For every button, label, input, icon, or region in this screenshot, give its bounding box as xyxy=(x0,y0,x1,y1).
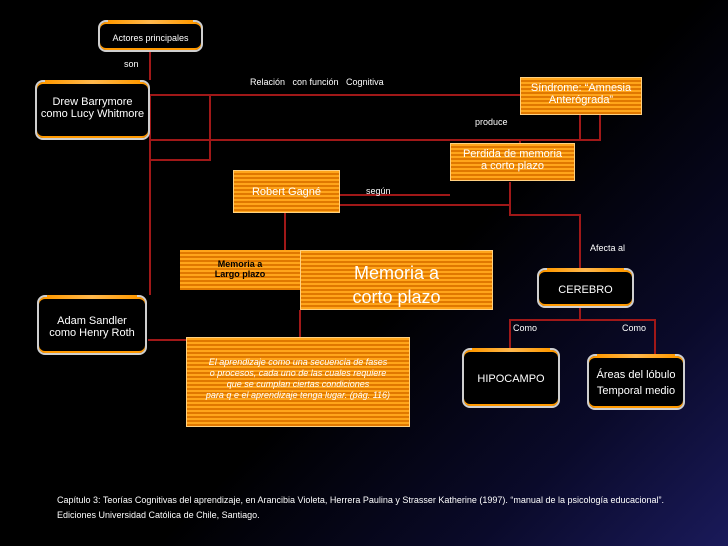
relacion-label: Relación con función Cognitiva xyxy=(250,77,384,87)
perdida-node: Perdida de memoria a corto plazo xyxy=(450,143,575,181)
drew-node: Drew Barrymore como Lucy Whitmore xyxy=(35,80,150,140)
produce-label: produce xyxy=(475,117,508,127)
definicion-node: El aprendizaje como una secuencia de fas… xyxy=(186,337,410,427)
perdida-line1: Perdida de memoria xyxy=(462,148,563,160)
cerebro-node: CEREBRO xyxy=(537,268,634,308)
largo-line1: Memoria a xyxy=(217,259,263,269)
sindrome-node: Síndrome: “Amnesia Anterógrada” xyxy=(520,77,642,115)
largo-node: Memoria a Largo plazo xyxy=(180,250,300,290)
largo-line2: Largo plazo xyxy=(214,269,266,279)
corto-line1: Memoria a xyxy=(353,263,440,283)
lobulo-line2: Temporal medio xyxy=(596,385,676,397)
gagne-label: Robert Gagné xyxy=(251,186,322,198)
actores-label: Actores principales xyxy=(112,33,189,43)
cerebro-label: CEREBRO xyxy=(558,284,613,296)
gagne-node: Robert Gagné xyxy=(233,170,340,213)
sindrome-line2: Anterógrada” xyxy=(548,94,614,106)
adam-line1: Adam Sandler xyxy=(57,315,127,327)
adam-node: Adam Sandler como Henry Roth xyxy=(37,295,147,355)
hipocampo-node: HIPOCAMPO xyxy=(462,348,560,408)
citation-line2: Ediciones Universidad Católica de Chile,… xyxy=(57,510,260,520)
segun-label: según xyxy=(366,186,391,196)
lobulo-node: Áreas del lóbulo Temporal medio xyxy=(587,354,685,410)
corto-node: Memoria a corto plazo xyxy=(300,250,493,310)
drew-line1: Drew Barrymore xyxy=(52,96,133,108)
definicion-line2: o procesos, cada uno de las cuales requi… xyxy=(209,368,387,378)
definicion-line3: que se cumplan ciertas condiciones xyxy=(226,379,370,389)
lobulo-line1: Áreas del lóbulo xyxy=(596,369,676,381)
perdida-line2: a corto plazo xyxy=(481,160,544,172)
afecta-label: Afecta al xyxy=(590,243,626,253)
citation-footer: Capítulo 3: Teorías Cognitivas del apren… xyxy=(57,493,664,523)
drew-line2: como Lucy Whitmore xyxy=(40,108,145,120)
citation-line1: Capítulo 3: Teorías Cognitivas del apren… xyxy=(57,495,665,505)
como-label-1: Como xyxy=(513,323,538,333)
actores-node: Actores principales xyxy=(98,20,203,52)
sindrome-line1: Síndrome: “Amnesia xyxy=(530,82,632,94)
definicion-line4: para q e el aprendizaje tenga lugar. (pá… xyxy=(205,390,391,400)
hipocampo-label: HIPOCAMPO xyxy=(477,373,545,385)
adam-line2: como Henry Roth xyxy=(49,327,135,339)
son-label: son xyxy=(124,59,139,69)
como-label-2: Como xyxy=(622,323,647,333)
definicion-line1: El aprendizaje como una secuencia de fas… xyxy=(208,357,388,367)
corto-line2: corto plazo xyxy=(352,287,441,307)
